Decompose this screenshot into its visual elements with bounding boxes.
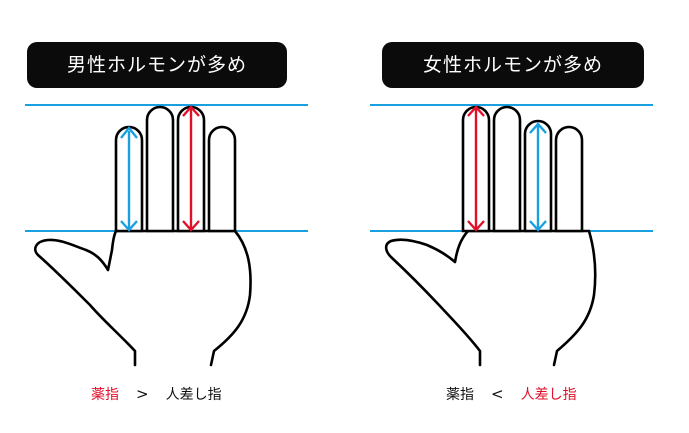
- caption-index-finger: 人差し指: [520, 387, 577, 403]
- palm-outline: [34, 229, 252, 367]
- hand-diagram: [25, 104, 308, 367]
- caption-operator: <: [491, 385, 504, 403]
- index-length-arrow: [529, 122, 547, 232]
- pinky-finger: [207, 125, 237, 233]
- caption-ring-finger: 薬指: [446, 387, 474, 403]
- ring-length-arrow: [467, 105, 485, 232]
- hand-diagram: [370, 104, 653, 367]
- caption-ring-finger: 薬指: [91, 387, 119, 403]
- ring-length-arrow: [182, 105, 200, 232]
- palm-outline: [384, 229, 597, 367]
- index-length-arrow: [120, 126, 138, 232]
- comparison-caption: 薬指 < 人差し指: [446, 384, 577, 404]
- panel-title: 男性ホルモンが多め: [27, 42, 287, 88]
- caption-operator: >: [136, 385, 149, 403]
- pinky-finger: [554, 125, 584, 233]
- middle-finger: [492, 105, 522, 233]
- panel-title: 女性ホルモンが多め: [382, 42, 644, 88]
- panel-male: 男性ホルモンが多め 薬指 > 人差し指: [0, 0, 344, 433]
- middle-finger: [145, 105, 175, 233]
- caption-index-finger: 人差し指: [165, 387, 222, 403]
- comparison-caption: 薬指 > 人差し指: [91, 384, 222, 404]
- panel-female: 女性ホルモンが多め 薬指 < 人差し指: [345, 0, 689, 433]
